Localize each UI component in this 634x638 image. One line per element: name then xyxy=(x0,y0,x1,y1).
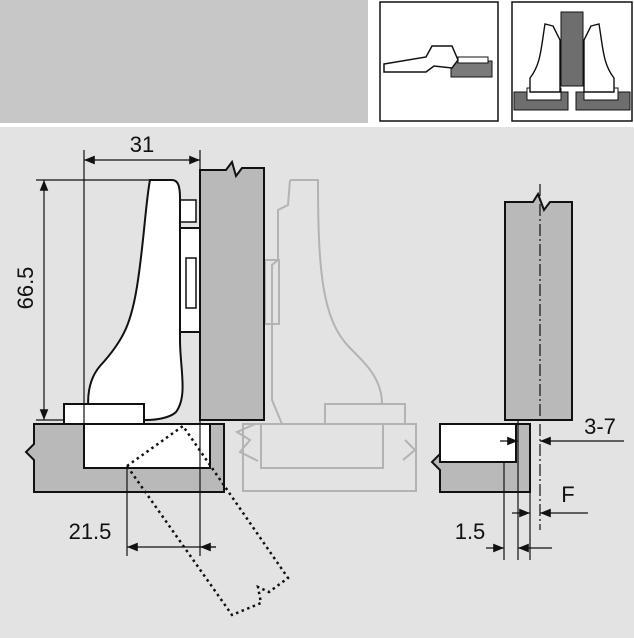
dim-label-f: F xyxy=(561,482,574,507)
dim-label-66-5: 66.5 xyxy=(13,267,38,310)
dim-label-21-5: 21.5 xyxy=(69,519,112,544)
dim-height-66-5 xyxy=(36,179,152,421)
thumbnail-side-view xyxy=(379,1,499,122)
thumbnail-front-view xyxy=(511,1,633,122)
dim-label-3-7: 3-7 xyxy=(584,414,616,439)
door-panel-left xyxy=(199,159,265,421)
door-open-dotted-outline xyxy=(125,424,290,617)
detail-cabinet-side xyxy=(430,423,531,493)
detail-door-panel xyxy=(504,191,573,421)
header-gray-panel xyxy=(0,0,368,123)
dim-offset-21-5 xyxy=(126,420,216,556)
hinge-closed xyxy=(63,179,201,425)
dim-label-31: 31 xyxy=(130,132,154,157)
dim-overlay-f xyxy=(512,492,588,560)
cabinet-side-left xyxy=(24,423,225,493)
dim-edge-1-5 xyxy=(486,462,552,560)
dim-gap-3-7 xyxy=(500,420,624,560)
dim-label-1-5: 1.5 xyxy=(455,519,486,544)
hinge-open-ghost xyxy=(234,179,417,492)
dim-width-31 xyxy=(83,150,201,424)
